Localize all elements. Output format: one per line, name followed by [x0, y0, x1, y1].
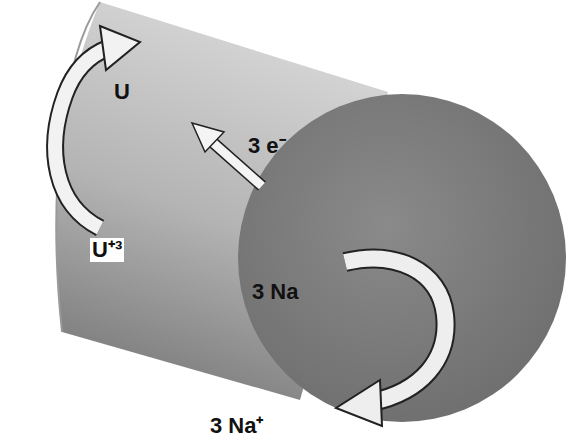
ion-label: U⁺³	[90, 238, 124, 262]
cylinder-end-face	[238, 94, 566, 422]
arrow-outline	[55, 48, 108, 228]
arrow-body	[55, 48, 108, 228]
arrow-body	[345, 259, 446, 402]
ion-label: U	[112, 80, 132, 104]
arrow-outline	[345, 259, 446, 402]
ion-label: 3 Na⁺	[208, 414, 265, 438]
uranium-deposition-arrow	[55, 26, 140, 228]
arrow-head	[100, 26, 140, 70]
ion-label: 3 Na	[250, 280, 300, 304]
arrow-head	[336, 380, 382, 426]
arrow-head	[192, 123, 224, 152]
sodium-oxidation-arrow	[336, 259, 446, 426]
ion-label: 3 e⁻	[246, 134, 288, 158]
